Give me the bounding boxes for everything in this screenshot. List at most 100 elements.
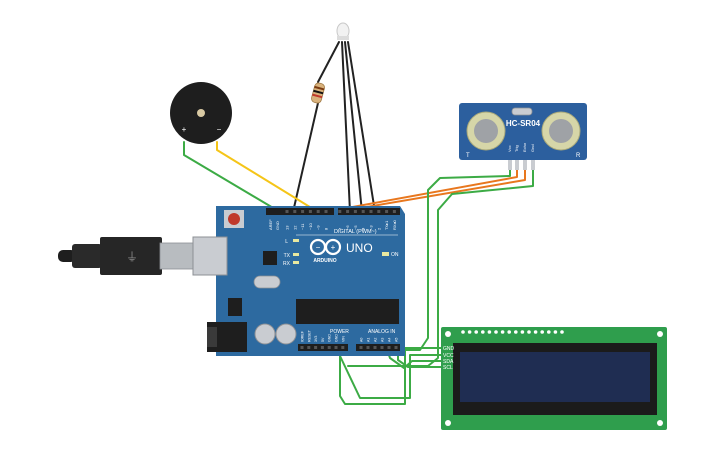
lcd-mount-hole-2 bbox=[657, 331, 663, 337]
rgb-led[interactable] bbox=[336, 22, 350, 40]
power-pin-1[interactable] bbox=[307, 346, 311, 349]
sensor-t-mark: T bbox=[466, 153, 470, 159]
analog-pin-4[interactable] bbox=[387, 346, 391, 349]
digital-pin-1[interactable] bbox=[293, 210, 297, 213]
sensor-wire-echo[interactable] bbox=[336, 169, 526, 213]
digital-pin-label: ~10 bbox=[308, 222, 313, 230]
digital-header-left bbox=[266, 208, 334, 215]
usb-plug-housing bbox=[100, 237, 162, 275]
power-pin-5[interactable] bbox=[334, 346, 338, 349]
led-wire-resistor[interactable] bbox=[317, 41, 340, 83]
power-pin-3[interactable] bbox=[320, 346, 324, 349]
digital-pin-3[interactable] bbox=[308, 210, 312, 213]
analog-pin-2[interactable] bbox=[373, 346, 377, 349]
buzzer-plus-label: + bbox=[182, 125, 187, 134]
power-pin-4[interactable] bbox=[327, 346, 331, 349]
buzzer[interactable]: + − bbox=[170, 82, 232, 144]
lcd-screen bbox=[460, 352, 650, 402]
power-pin-label: GND bbox=[328, 334, 332, 342]
analog-pin-0[interactable] bbox=[359, 346, 363, 349]
resistor-band-1 bbox=[314, 85, 325, 91]
lcd-pad bbox=[560, 330, 564, 334]
analog-pin-label: A3 bbox=[381, 338, 385, 342]
digital-pin-11[interactable] bbox=[377, 210, 381, 213]
power-pin-label: 3V3 bbox=[314, 336, 318, 342]
led-wire-1[interactable] bbox=[292, 102, 319, 213]
led-base bbox=[337, 36, 349, 40]
digital-pin-6[interactable] bbox=[338, 210, 342, 213]
power-pin-0[interactable] bbox=[300, 346, 304, 349]
digital-pin-7[interactable] bbox=[346, 210, 350, 213]
digital-pin-2[interactable] bbox=[301, 210, 305, 213]
analog-pin-label: A5 bbox=[395, 338, 399, 342]
power-label: POWER bbox=[330, 329, 349, 335]
capacitor-2 bbox=[275, 323, 297, 345]
label-on: ON bbox=[391, 252, 399, 258]
label-l: L bbox=[285, 239, 288, 245]
sensor-pin-trig[interactable] bbox=[515, 160, 519, 170]
arduino-model: UNO bbox=[346, 241, 373, 255]
resistor[interactable] bbox=[311, 82, 326, 104]
receiver-inner bbox=[549, 119, 573, 143]
analog-pin-5[interactable] bbox=[394, 346, 398, 349]
lcd-pin-label-vcc: VCC bbox=[443, 353, 454, 359]
small-chip bbox=[263, 251, 277, 265]
power-jack-slot bbox=[207, 327, 217, 347]
analog-pin-label: A1 bbox=[367, 338, 371, 342]
power-pin-label: 5V bbox=[321, 337, 325, 342]
lcd-display[interactable]: GND VCC SDA SCL bbox=[441, 327, 667, 430]
lcd-wire-vcc[interactable] bbox=[339, 354, 442, 399]
power-pin-label: VIN bbox=[341, 336, 345, 342]
digital-header-right bbox=[338, 208, 400, 215]
digital-label: DIGITAL (PWM~) bbox=[334, 229, 377, 235]
usb-cable[interactable]: ⏚ bbox=[58, 237, 194, 275]
sensor-crystal bbox=[511, 107, 533, 116]
power-pin-2[interactable] bbox=[314, 346, 318, 349]
analog-pin-3[interactable] bbox=[380, 346, 384, 349]
sensor-pin-vcc[interactable] bbox=[508, 160, 512, 170]
sensor-wire-trig[interactable] bbox=[324, 169, 518, 213]
digital-pin-label: 13 bbox=[285, 225, 290, 230]
digital-pin-13[interactable] bbox=[392, 210, 396, 213]
lcd-pin-label-gnd: GND bbox=[443, 346, 455, 352]
sensor-pin-label-vcc: Vcc bbox=[507, 145, 512, 152]
lcd-pad bbox=[507, 330, 512, 334]
digital-pin-12[interactable] bbox=[385, 210, 389, 213]
sensor-pin-gnd[interactable] bbox=[531, 160, 535, 170]
arduino-uno[interactable]: L TX RX ON − + ARDUINO UNO DIGITAL (PWM~… bbox=[192, 206, 405, 356]
digital-pin-8[interactable] bbox=[353, 210, 357, 213]
buzzer-wire-positive[interactable] bbox=[183, 141, 281, 213]
digital-pin-label: 7 bbox=[337, 227, 342, 230]
transmitter-inner bbox=[474, 119, 498, 143]
led-wire-4[interactable] bbox=[347, 41, 376, 213]
lcd-pin-label-sda: SDA bbox=[443, 359, 454, 365]
power-pin-6[interactable] bbox=[341, 346, 345, 349]
digital-pin-9[interactable] bbox=[361, 210, 365, 213]
lcd-pad bbox=[461, 330, 465, 334]
led-wire-3[interactable] bbox=[344, 41, 363, 213]
digital-pin-label: ~6 bbox=[345, 225, 350, 230]
reset-button[interactable] bbox=[228, 213, 240, 225]
led-on bbox=[382, 252, 389, 256]
buzzer-hole bbox=[197, 109, 205, 117]
buzzer-minus-label: − bbox=[217, 125, 222, 134]
buzzer-wire-negative[interactable] bbox=[216, 141, 319, 213]
led-tx bbox=[293, 253, 299, 256]
digital-pin-0[interactable] bbox=[285, 210, 289, 213]
digital-pin-5[interactable] bbox=[324, 210, 328, 213]
digital-pin-4[interactable] bbox=[316, 210, 320, 213]
logo-right-ring bbox=[324, 238, 342, 256]
ultrasonic-sensor[interactable]: HC-SR04 T R Vcc Trig Echo Gnd bbox=[459, 103, 587, 170]
arduino-logo-text: ARDUINO bbox=[313, 258, 336, 264]
led-wire-2[interactable] bbox=[341, 41, 351, 213]
label-rx: RX bbox=[283, 261, 291, 267]
digital-pin-label: ~5 bbox=[353, 225, 358, 230]
analog-pin-label: A4 bbox=[388, 338, 392, 342]
lcd-mount-hole-3 bbox=[445, 420, 451, 426]
sensor-wire-vcc[interactable] bbox=[331, 169, 511, 351]
digital-pin-10[interactable] bbox=[369, 210, 373, 213]
sensor-pin-echo[interactable] bbox=[523, 160, 527, 170]
analog-pin-1[interactable] bbox=[366, 346, 370, 349]
